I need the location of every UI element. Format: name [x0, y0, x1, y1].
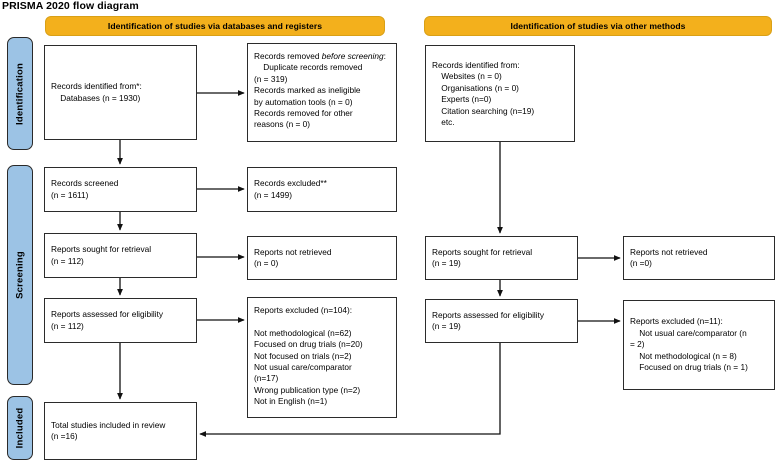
box-reports-assessed-text: Reports assessed for eligibility (n = 11… [51, 309, 164, 331]
box-other-sought-text: Reports sought for retrieval (n = 19) [432, 246, 533, 268]
stage-label-included: Included [14, 407, 26, 449]
box-other-assessed: Reports assessed for eligibility (n = 19… [425, 299, 578, 343]
box-reports-assessed: Reports assessed for eligibility (n = 11… [44, 298, 197, 343]
box-total-included-text: Total studies included in review (n =16) [51, 419, 166, 441]
box-records-identified-text: Records identified from*: Databases (n =… [45, 81, 148, 104]
box-records-removed-text: Records removed before screening: Duplic… [248, 44, 392, 131]
records-identified-line1: Records identified from*: [51, 81, 142, 92]
banner-databases-and-registers: Identification of studies via databases … [45, 16, 385, 36]
box-other-sought: Reports sought for retrieval (n = 19) [425, 236, 578, 280]
box-reports-excluded-text: Reports excluded (n=104): Not methodolog… [254, 305, 363, 407]
records-identified-line2: Databases (n = 1930) [51, 92, 141, 103]
box-total-included: Total studies included in review (n =16) [44, 402, 197, 460]
box-other-not-retrieved: Reports not retrieved (n =0) [623, 236, 775, 280]
records-removed-lead-italic: before screening [321, 51, 384, 61]
box-other-not-retrieved-text: Reports not retrieved (n =0) [630, 246, 708, 268]
records-removed-colon: : [383, 51, 386, 61]
stage-bar-screening: Screening [7, 165, 33, 385]
stage-bar-included: Included [7, 396, 33, 460]
box-other-identified-text: Records identified from: Websites (n = 0… [432, 60, 535, 128]
banner-other-methods-label: Identification of studies via other meth… [510, 21, 686, 31]
stage-bar-identification: Identification [7, 37, 33, 150]
box-other-excluded-text: Reports excluded (n=11): Not usual care/… [630, 316, 748, 373]
box-records-removed: Records removed before screening: Duplic… [247, 43, 397, 142]
stage-label-identification: Identification [14, 62, 26, 125]
banner-databases-label: Identification of studies via databases … [107, 21, 323, 31]
box-reports-not-retrieved: Reports not retrieved (n = 0) [247, 236, 397, 280]
box-reports-sought-text: Reports sought for retrieval (n = 112) [51, 244, 152, 266]
box-other-identified: Records identified from: Websites (n = 0… [425, 45, 575, 142]
records-removed-lead: Records removed [254, 51, 322, 61]
box-records-screened: Records screened (n = 1611) [44, 167, 197, 212]
box-reports-sought: Reports sought for retrieval (n = 112) [44, 233, 197, 278]
stage-label-screening: Screening [14, 251, 26, 299]
box-reports-excluded: Reports excluded (n=104): Not methodolog… [247, 297, 397, 418]
box-records-excluded-text: Records excluded** (n = 1499) [254, 178, 327, 200]
box-records-identified: Records identified from*: Databases (n =… [44, 45, 197, 140]
records-removed-items: Duplicate records removed (n = 319) Reco… [254, 62, 363, 130]
box-reports-not-retrieved-text: Reports not retrieved (n = 0) [254, 246, 332, 268]
banner-other-methods: Identification of studies via other meth… [424, 16, 772, 36]
box-records-excluded: Records excluded** (n = 1499) [247, 167, 397, 212]
box-other-excluded: Reports excluded (n=11): Not usual care/… [623, 300, 775, 390]
box-other-assessed-text: Reports assessed for eligibility (n = 19… [432, 309, 545, 331]
page-title: PRISMA 2020 flow diagram [2, 0, 139, 12]
box-records-screened-text: Records screened (n = 1611) [51, 178, 119, 200]
